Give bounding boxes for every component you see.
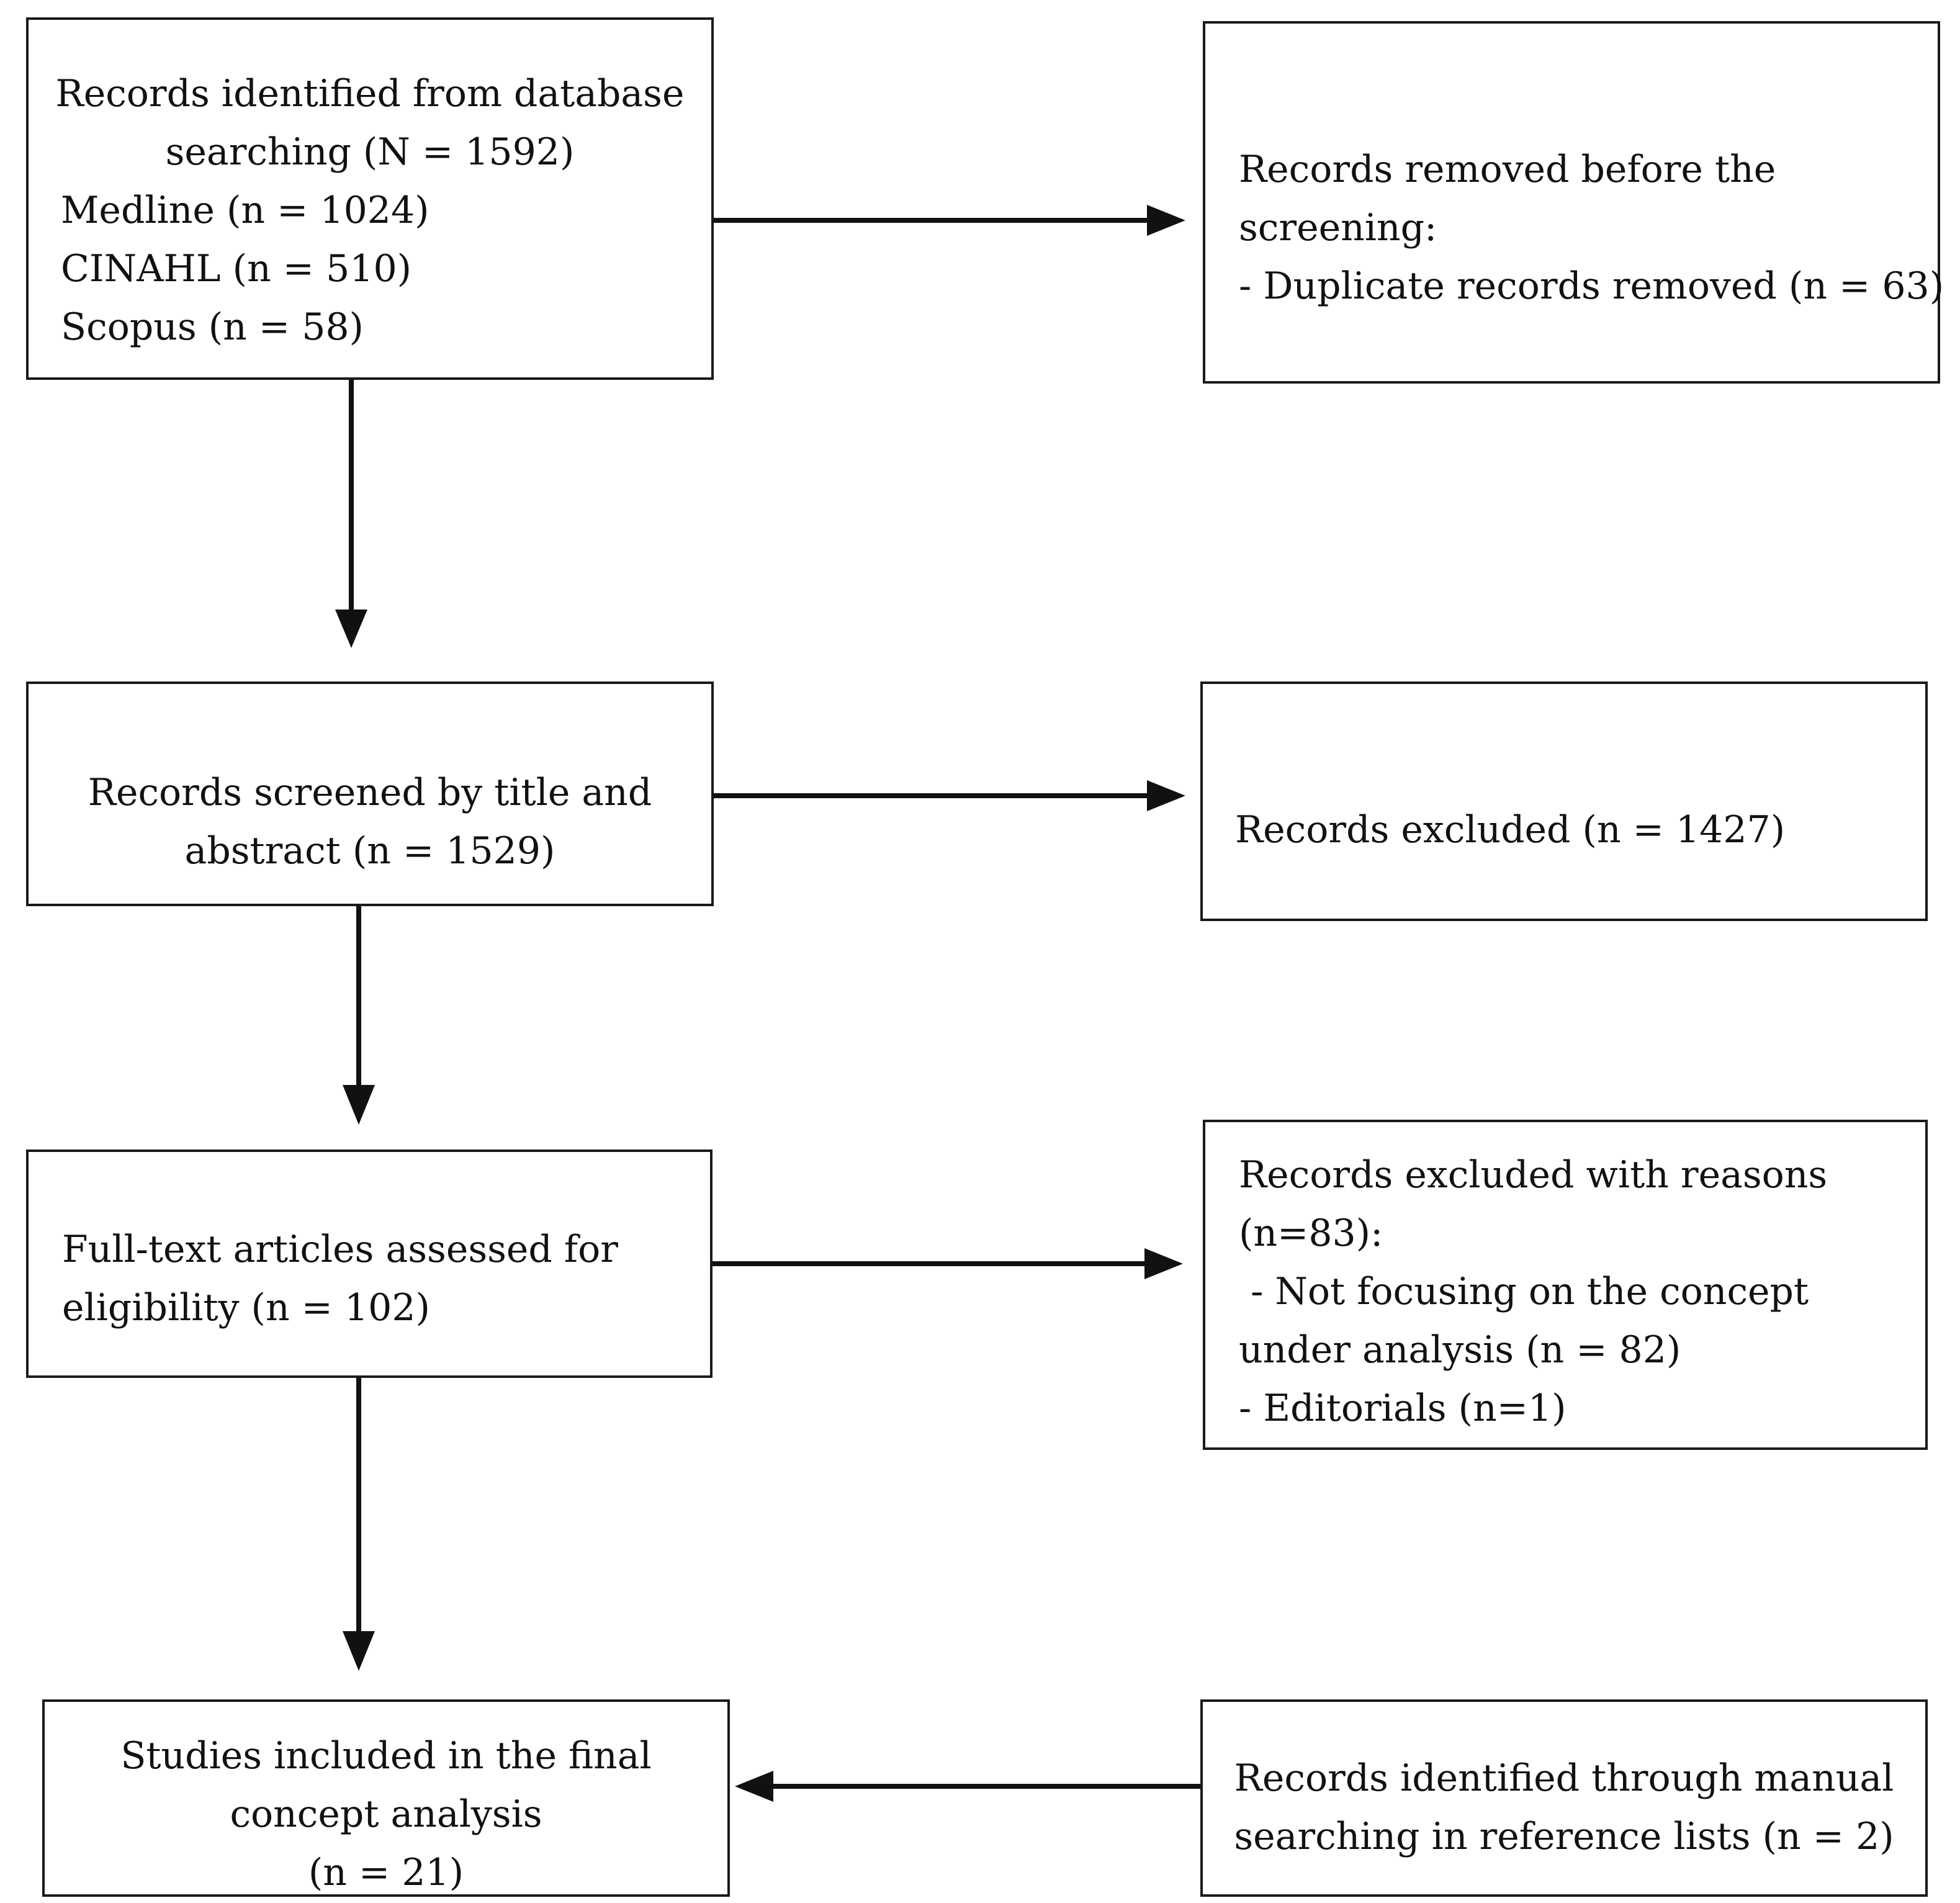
reasons-line-2: (n=83): bbox=[1239, 1212, 1383, 1255]
box-records-identified: Records identified from database searchi… bbox=[26, 17, 714, 380]
screened-line-2: abstract (n = 1529) bbox=[184, 829, 555, 873]
fulltext-line-2: eligibility (n = 102) bbox=[62, 1286, 430, 1329]
reasons-line-3: - Not focusing on the concept bbox=[1239, 1270, 1809, 1313]
screened-line-1: Records screened by title and bbox=[88, 771, 652, 814]
identified-line-cinahl: CINAHL (n = 510) bbox=[61, 247, 412, 290]
box-manual-search: Records identified through manual search… bbox=[1200, 1699, 1928, 1897]
reasons-line-4: under analysis (n = 82) bbox=[1239, 1328, 1681, 1372]
removed-line-2: screening: bbox=[1239, 206, 1437, 250]
removed-line-1: Records removed before the bbox=[1239, 148, 1776, 191]
box-fulltext-assessed: Full-text articles assessed for eligibil… bbox=[26, 1149, 713, 1378]
identified-line-1: Records identified from database bbox=[55, 72, 685, 115]
fulltext-line-1: Full-text articles assessed for bbox=[62, 1228, 618, 1271]
reasons-line-1: Records excluded with reasons bbox=[1239, 1153, 1828, 1197]
box-studies-included: Studies included in the final concept an… bbox=[42, 1699, 730, 1897]
box-records-removed: Records removed before the screening: - … bbox=[1203, 21, 1944, 384]
identified-line-medline: Medline (n = 1024) bbox=[61, 189, 429, 232]
manual-line-1: Records identified through manual bbox=[1234, 1757, 1894, 1800]
included-line-1: Studies included in the final bbox=[120, 1734, 652, 1778]
included-line-2: concept analysis bbox=[230, 1793, 542, 1836]
identified-line-scopus: Scopus (n = 58) bbox=[61, 305, 364, 349]
manual-line-2: searching in reference lists (n = 2) bbox=[1234, 1815, 1894, 1858]
box-records-screened: Records screened by title and abstract (… bbox=[26, 682, 714, 906]
excluded-line-1: Records excluded (n = 1427) bbox=[1235, 808, 1786, 852]
box-records-excluded: Records excluded (n = 1427) bbox=[1200, 682, 1928, 921]
identified-line-2: searching (N = 1592) bbox=[165, 130, 575, 174]
reasons-line-5: - Editorials (n=1) bbox=[1239, 1387, 1567, 1430]
removed-line-3: - Duplicate records removed (n = 63) bbox=[1239, 264, 1944, 308]
included-line-3: (n = 21) bbox=[308, 1851, 464, 1894]
box-excluded-with-reasons: Records excluded with reasons (n=83): - … bbox=[1203, 1120, 1928, 1450]
